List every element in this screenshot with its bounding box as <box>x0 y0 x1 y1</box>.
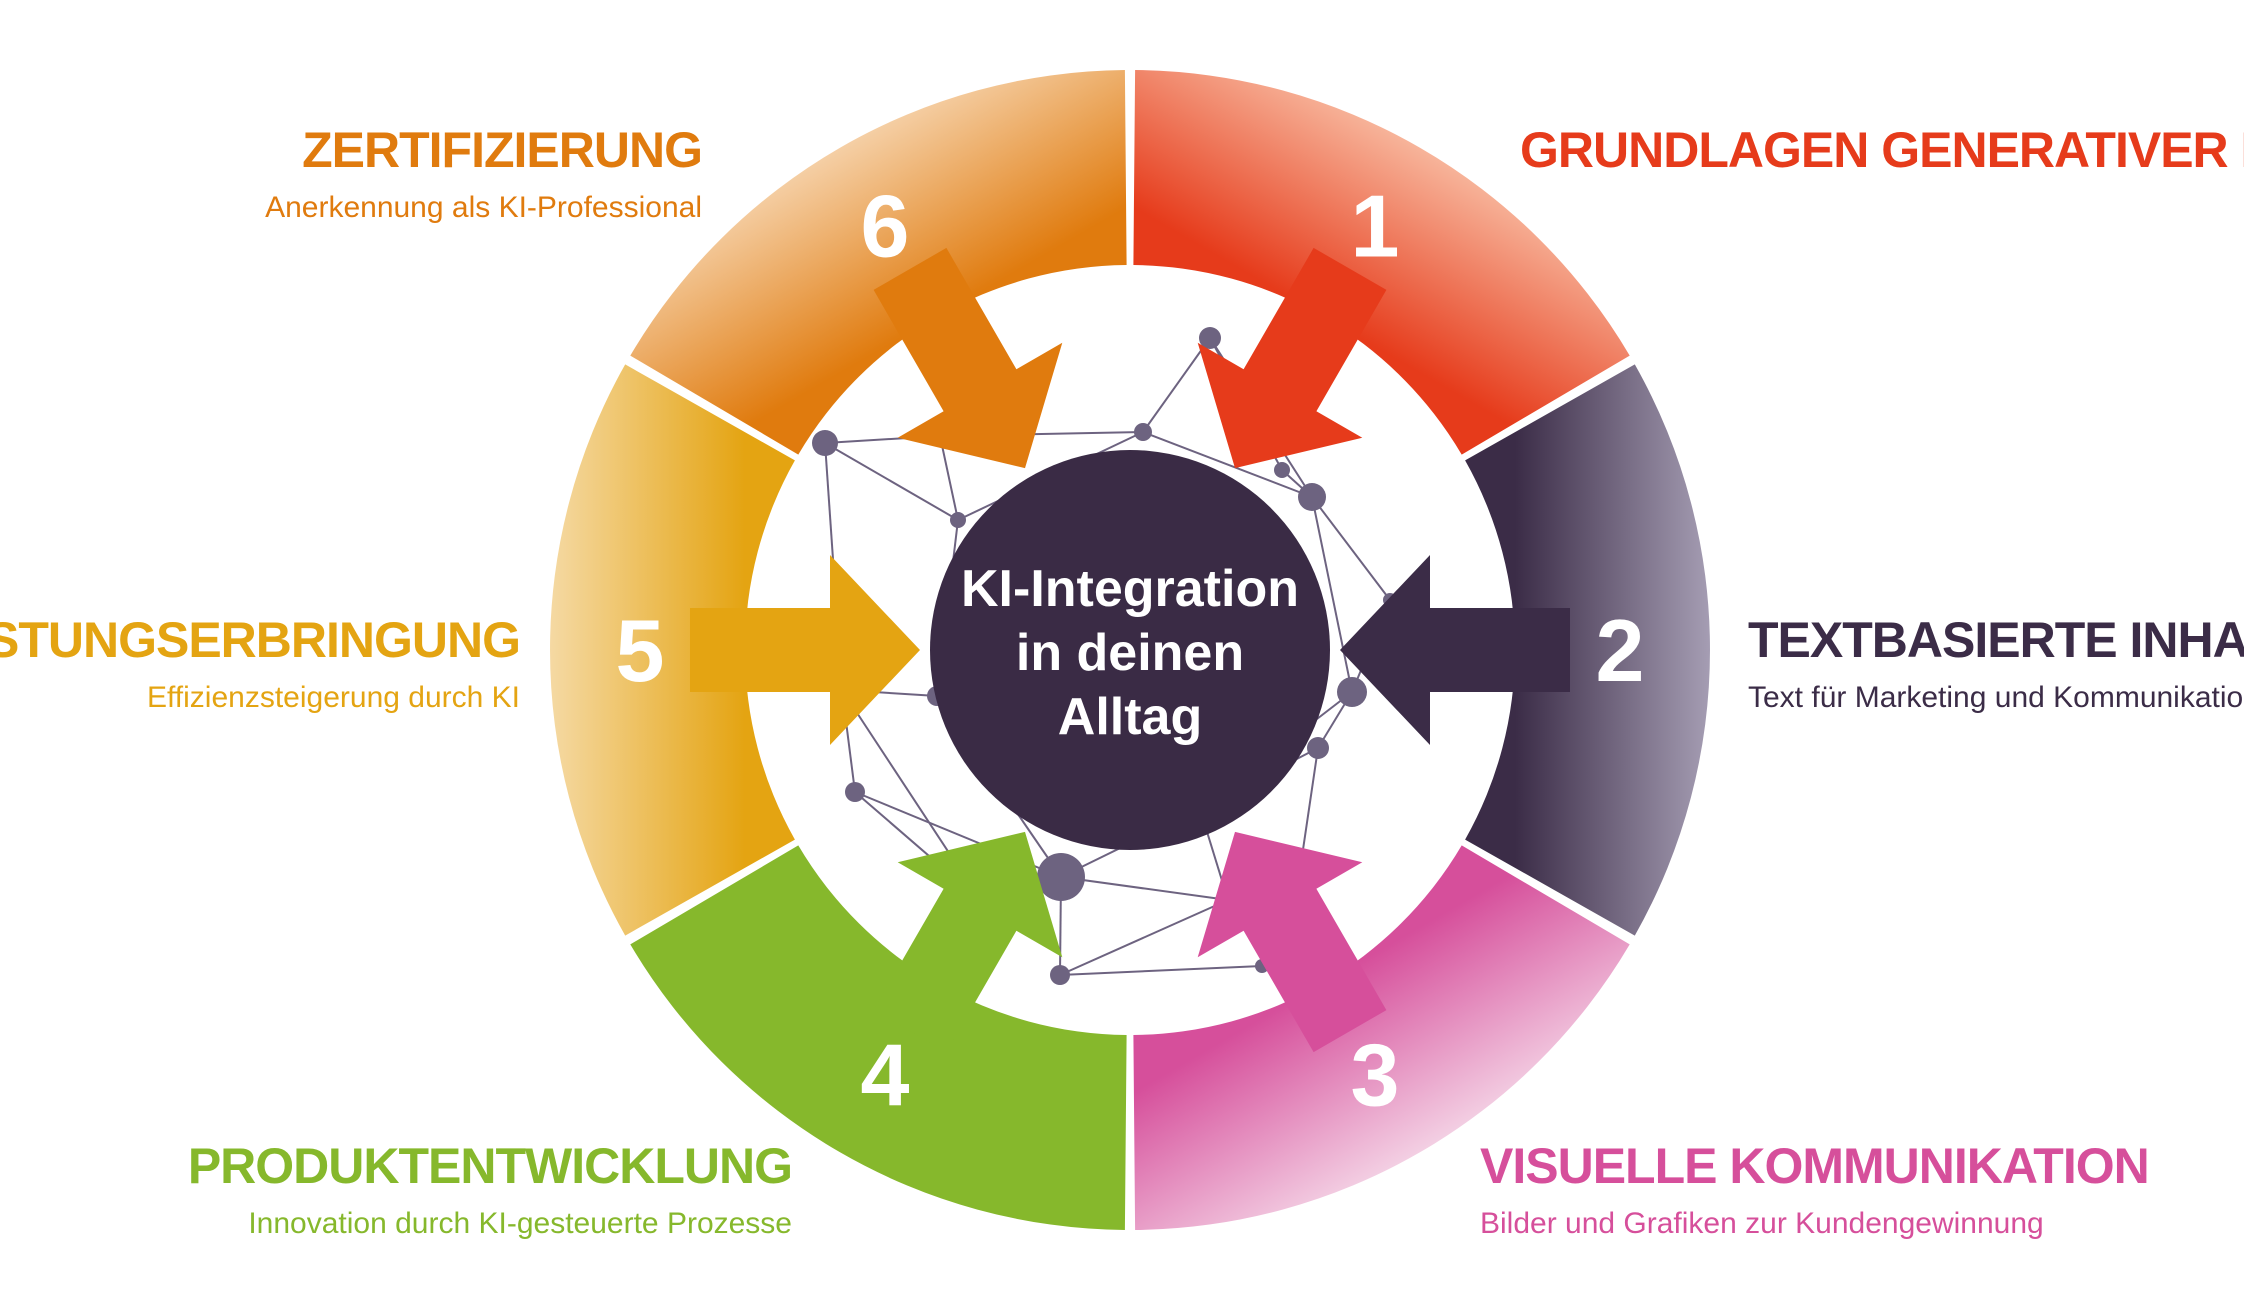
label-title-6: ZERTIFIZIERUNG <box>302 122 703 178</box>
segment-number-3: 3 <box>1351 1025 1400 1124</box>
network-edge <box>1059 965 1263 976</box>
label-subtitle-4: Innovation durch KI-gesteuerte Prozesse <box>248 1206 792 1240</box>
segment-2 <box>1465 364 1710 936</box>
network-edge <box>1142 337 1211 433</box>
center-line-1: KI-Integration <box>961 560 1299 618</box>
label-subtitle-2: Text für Marketing und Kommunikation <box>1748 680 2244 714</box>
network-node <box>1298 483 1326 511</box>
network-edge <box>824 442 959 521</box>
label-segment-6: ZERTIFIZIERUNG Anerkennung als KI-Profes… <box>265 122 703 227</box>
network-node <box>1274 462 1290 478</box>
segment-4 <box>630 845 1127 1230</box>
segment-ring <box>550 70 1710 1230</box>
arrow-segment-3 <box>1197 831 1387 1053</box>
arrow-segment-1 <box>1197 247 1387 469</box>
segment-arrows <box>690 247 1570 1053</box>
network-node <box>1037 853 1085 901</box>
network-edge <box>1311 496 1353 693</box>
segment-number-1: 1 <box>1351 177 1400 276</box>
label-segment-1: GRUNDLAGEN GENERATIVER KI <box>1520 122 2244 180</box>
segment-number-4: 4 <box>861 1025 910 1124</box>
arrow-segment-2 <box>1340 555 1570 745</box>
label-subtitle-5: Effizienzsteigerung durch KI <box>147 680 520 714</box>
label-subtitle-6: Anerkennung als KI-Professional <box>265 190 702 224</box>
center-line-3: Alltag <box>1058 688 1202 746</box>
network-node <box>845 782 865 802</box>
network-edge <box>1060 876 1229 901</box>
label-title-5: LEISTUNGSERBRINGUNG <box>0 612 521 668</box>
segment-numbers: 1 2 3 4 5 6 <box>616 177 1645 1125</box>
network-node <box>812 430 838 456</box>
network-node <box>1307 737 1329 759</box>
center-circle: KI-Integration in deinen Alltag <box>930 450 1330 850</box>
arrow-segment-4 <box>873 831 1063 1053</box>
segment-3 <box>1133 845 1630 1230</box>
segment-number-2: 2 <box>1596 601 1645 700</box>
segment-6 <box>630 70 1127 455</box>
network-edge <box>1142 431 1313 498</box>
network-node <box>1134 423 1152 441</box>
label-title-2: TEXTBASIERTE INHALTE <box>1748 612 2244 668</box>
network-edge <box>939 435 959 521</box>
network-node <box>1337 677 1367 707</box>
network-node <box>1050 965 1070 985</box>
label-title-1: GRUNDLAGEN GENERATIVER KI <box>1520 122 2244 178</box>
segment-number-6: 6 <box>861 177 910 276</box>
network-node <box>950 512 966 528</box>
center-disc <box>930 450 1330 850</box>
label-segment-5: LEISTUNGSERBRINGUNG Effizienzsteigerung … <box>0 612 521 717</box>
label-title-3: VISUELLE KOMMUNIKATION <box>1480 1138 2150 1194</box>
label-segment-3: VISUELLE KOMMUNIKATION Bilder und Grafik… <box>1480 1138 2150 1243</box>
network-node <box>1199 327 1221 349</box>
label-segment-2: TEXTBASIERTE INHALTE Text für Marketing … <box>1748 612 2244 717</box>
network-edge <box>1059 899 1229 976</box>
arrow-segment-6 <box>873 247 1063 469</box>
label-segment-4: PRODUKTENTWICKLUNG Innovation durch KI-g… <box>187 1138 793 1243</box>
arrow-segment-5 <box>690 555 920 745</box>
segment-number-5: 5 <box>616 601 665 700</box>
center-line-2: in deinen <box>1016 624 1244 682</box>
label-title-4: PRODUKTENTWICKLUNG <box>187 1138 793 1194</box>
segment-1 <box>1133 70 1630 455</box>
segment-5 <box>550 364 795 936</box>
network-edge <box>1311 496 1391 601</box>
label-subtitle-3: Bilder und Grafiken zur Kundengewinnung <box>1480 1206 2044 1240</box>
